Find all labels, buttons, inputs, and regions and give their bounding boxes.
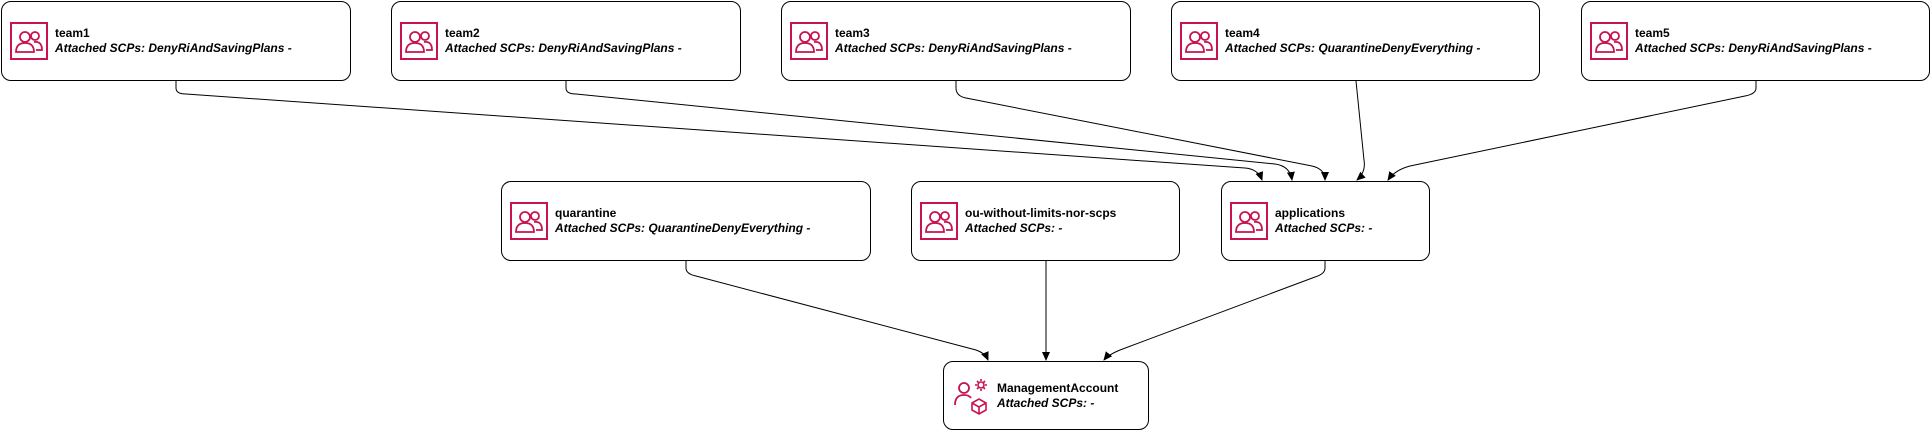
ou-name: ou-without-limits-nor-scps <box>965 206 1117 220</box>
ou-attached-scps: Attached SCPs: QuarantineDenyEverything … <box>555 221 811 235</box>
ou-node-applications[interactable]: applications Attached SCPs: - <box>1221 181 1430 261</box>
management-account-node[interactable]: ManagementAccount Attached SCPs: - <box>943 361 1149 430</box>
ou-users-icon <box>10 22 48 60</box>
ou-name: team4 <box>1225 26 1260 40</box>
ou-name: team3 <box>835 26 870 40</box>
management-account-icon <box>952 377 990 415</box>
ou-attached-scps: Attached SCPs: - <box>965 221 1063 235</box>
ou-users-icon <box>1590 22 1628 60</box>
ou-attached-scps: Attached SCPs: - <box>1275 221 1373 235</box>
ou-name: team1 <box>55 26 90 40</box>
edge-team1-applications <box>175 81 1264 181</box>
ou-node-team3[interactable]: team3 Attached SCPs: DenyRiAndSavingPlan… <box>781 1 1131 81</box>
ou-name: applications <box>1275 206 1346 220</box>
ou-name: team5 <box>1635 26 1670 40</box>
ou-users-icon <box>790 22 828 60</box>
edge-applications-management <box>1103 261 1326 361</box>
account-attached-scps: Attached SCPs: - <box>997 395 1095 410</box>
ou-name: quarantine <box>555 206 617 220</box>
edge-team2-applications <box>565 81 1295 181</box>
ou-users-icon <box>1230 202 1268 240</box>
account-name: ManagementAccount <box>997 380 1119 395</box>
ou-users-icon <box>510 202 548 240</box>
ou-node-quarantine[interactable]: quarantine Attached SCPs: QuarantineDeny… <box>501 181 871 261</box>
ou-node-ou-without-limits-nor-scps[interactable]: ou-without-limits-nor-scps Attached SCPs… <box>911 181 1180 261</box>
edge-team5-applications <box>1387 81 1757 181</box>
ou-node-team4[interactable]: team4 Attached SCPs: QuarantineDenyEvery… <box>1171 1 1540 81</box>
ou-attached-scps: Attached SCPs: DenyRiAndSavingPlans - <box>55 41 292 55</box>
ou-attached-scps: Attached SCPs: DenyRiAndSavingPlans - <box>1635 41 1872 55</box>
edge-team4-applications <box>1355 80 1366 181</box>
edge-quarantine-management <box>685 261 989 361</box>
ou-users-icon <box>1180 22 1218 60</box>
ou-node-team5[interactable]: team5 Attached SCPs: DenyRiAndSavingPlan… <box>1581 1 1930 81</box>
ou-node-team2[interactable]: team2 Attached SCPs: DenyRiAndSavingPlan… <box>391 1 741 81</box>
edge-team3-applications <box>955 81 1329 181</box>
ou-users-icon <box>400 22 438 60</box>
ou-attached-scps: Attached SCPs: DenyRiAndSavingPlans - <box>835 41 1072 55</box>
ou-node-team1[interactable]: team1 Attached SCPs: DenyRiAndSavingPlan… <box>1 1 351 81</box>
ou-attached-scps: Attached SCPs: DenyRiAndSavingPlans - <box>445 41 682 55</box>
ou-users-icon <box>920 202 958 240</box>
ou-name: team2 <box>445 26 480 40</box>
ou-attached-scps: Attached SCPs: QuarantineDenyEverything … <box>1225 41 1481 55</box>
